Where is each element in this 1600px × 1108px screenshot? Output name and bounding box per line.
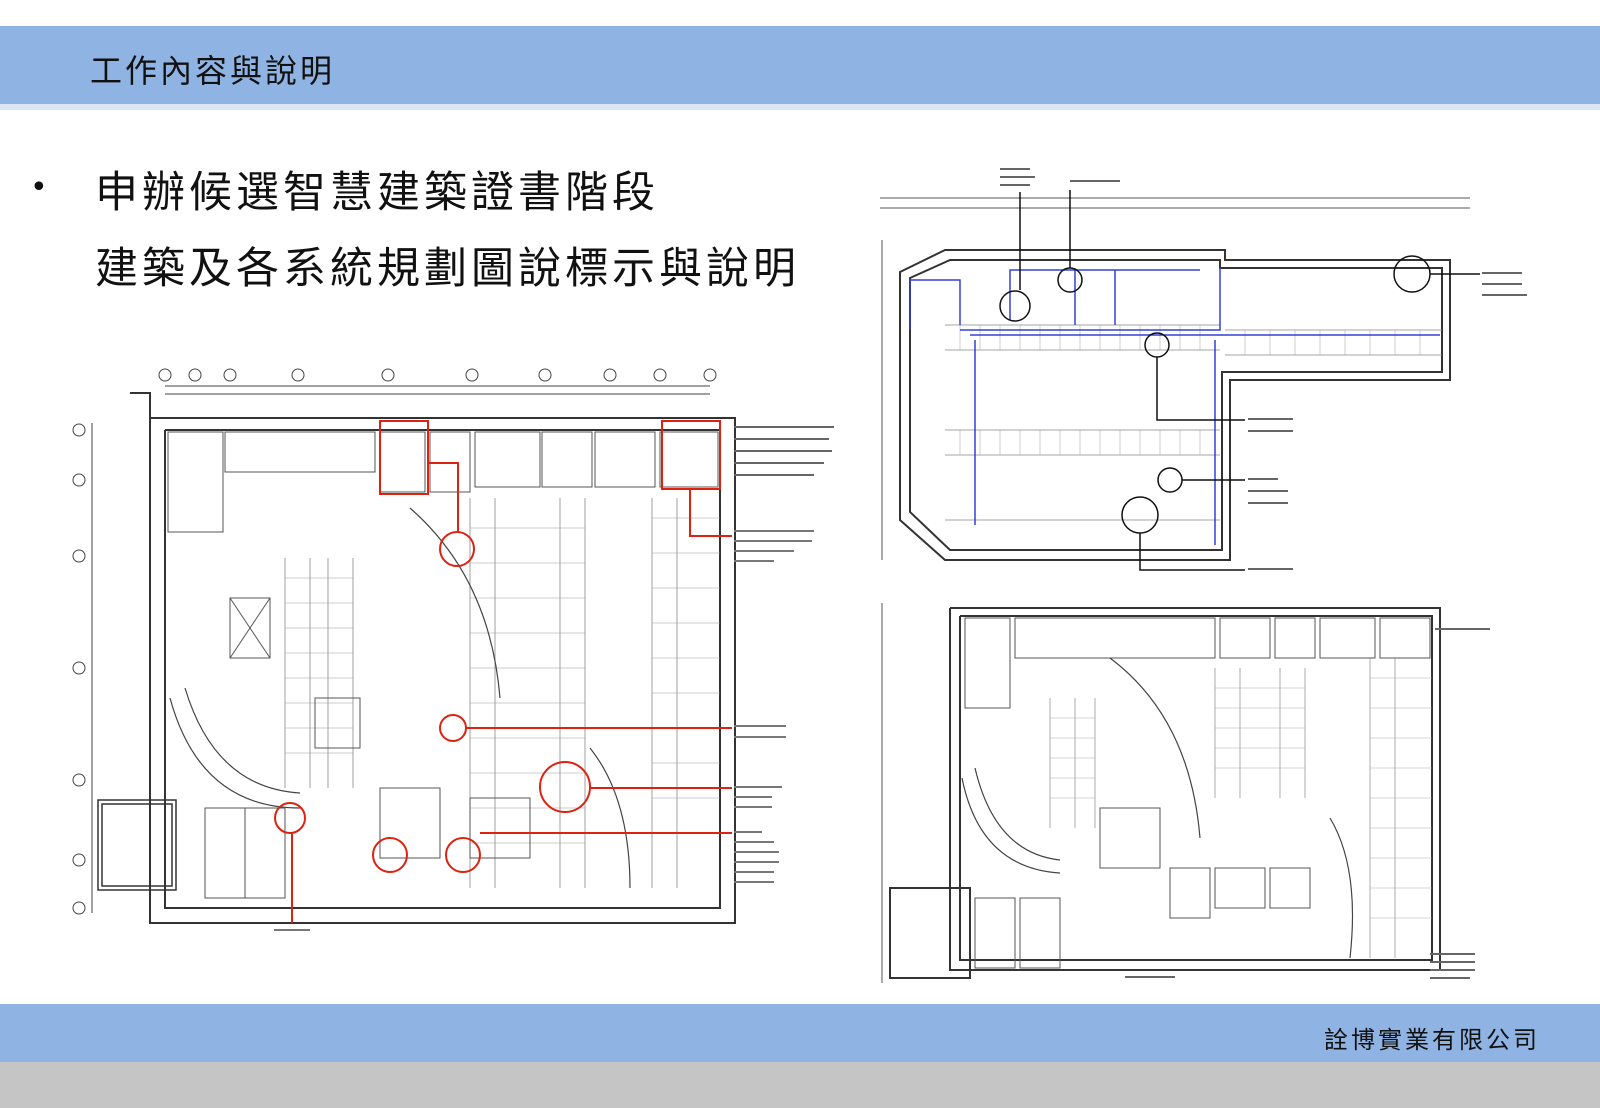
footer-gray-bar — [0, 1062, 1600, 1108]
floor-plan-right-bottom-image — [881, 603, 1490, 983]
header-divider — [0, 104, 1600, 110]
floor-plan-right-top — [870, 150, 1570, 590]
company-name: 詮博實業有限公司 — [1324, 1026, 1540, 1054]
bullet-line-1: 申辦候選智慧建築證書階段 — [95, 168, 659, 218]
header-band: 工作內容與說明 — [0, 26, 1600, 104]
page-title: 工作內容與說明 — [90, 52, 336, 90]
bullet-dot: • — [30, 170, 48, 205]
floor-plan-right-top-image — [880, 168, 1527, 571]
floor-plan-left — [70, 368, 840, 948]
floor-plan-right-bottom — [870, 598, 1570, 998]
footer-band: 詮博實業有限公司 — [0, 1004, 1600, 1062]
floor-plan-left-image — [72, 368, 834, 931]
bullet-line-2: 建築及各系統規劃圖說標示與說明 — [95, 244, 800, 294]
